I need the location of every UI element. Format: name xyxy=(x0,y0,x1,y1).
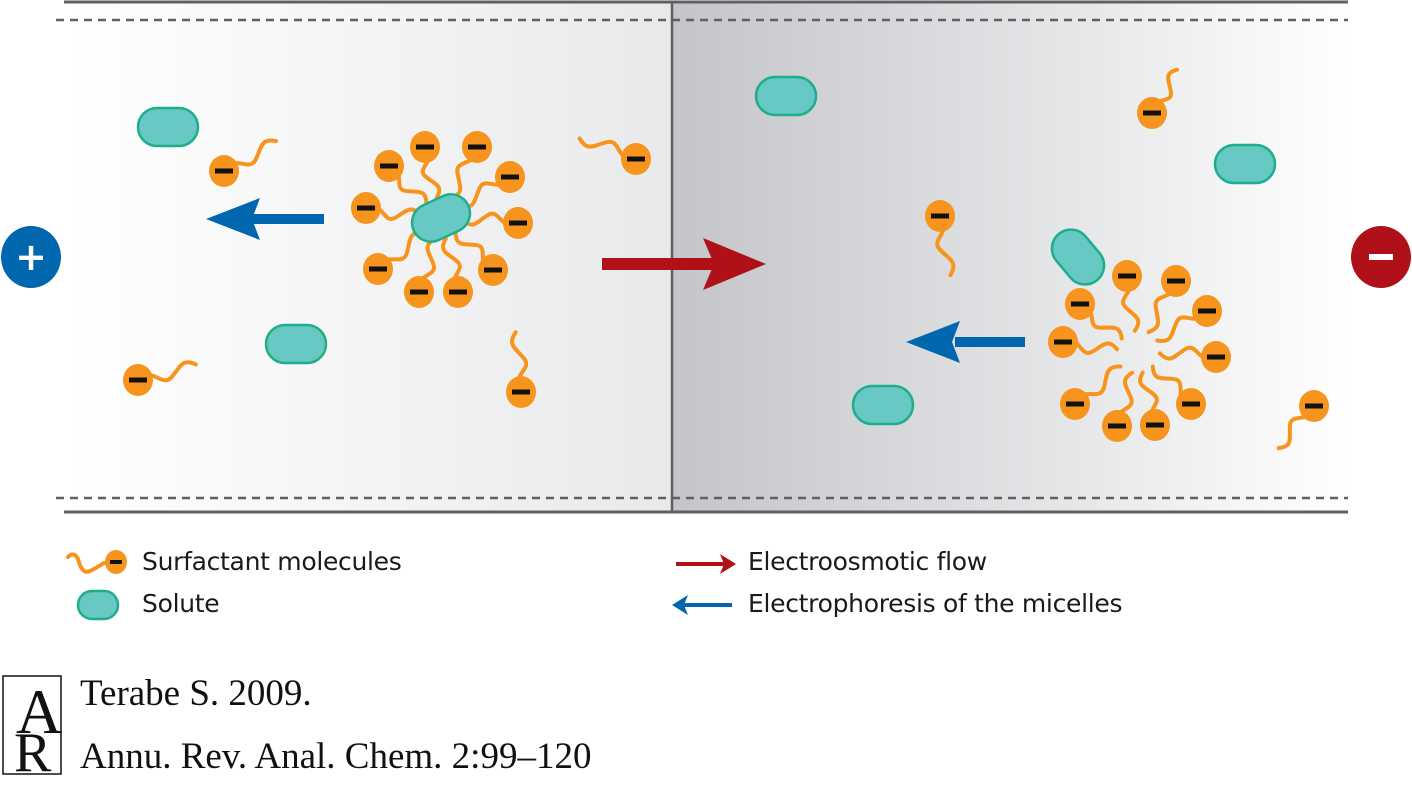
micelle-surfactant xyxy=(449,131,492,201)
capillary-diagram: + xyxy=(1,0,1411,514)
negative-charge-icon xyxy=(1305,403,1323,409)
micelles xyxy=(351,131,1231,442)
micelle-surfactant xyxy=(1146,265,1191,335)
negative-charge-icon xyxy=(380,163,398,169)
surfactant-molecule xyxy=(1137,67,1179,129)
surfactant-molecule xyxy=(506,330,536,408)
annual-reviews-logo: A R xyxy=(2,675,62,775)
negative-charge-icon xyxy=(1146,422,1164,428)
legend-electrophoresis-arrow-icon xyxy=(672,595,732,615)
legend-surfactant-label: Surfactant molecules xyxy=(142,547,402,576)
legend-eof-arrow-icon xyxy=(676,554,736,574)
cathode-electrode xyxy=(1351,226,1411,288)
legend-solute-label: Solute xyxy=(142,589,220,618)
solute xyxy=(264,323,328,365)
negative-charge-icon xyxy=(1071,301,1089,307)
negative-charge-icon xyxy=(1118,273,1136,279)
micelle-surfactant xyxy=(1112,260,1142,333)
solute xyxy=(1050,228,1106,286)
surfactant-molecule xyxy=(925,200,956,278)
micelle-surfactant xyxy=(410,131,442,201)
negative-charge-icon xyxy=(1108,423,1126,429)
logo-letter-a: A xyxy=(16,676,62,747)
negative-charge-icon xyxy=(1207,354,1225,360)
solute xyxy=(1213,143,1277,185)
logo-letter-r: R xyxy=(14,722,52,775)
surfactants xyxy=(123,67,1329,451)
negative-charge-icon xyxy=(509,220,527,226)
negative-charge-icon xyxy=(357,205,375,211)
negative-charge-icon xyxy=(1167,278,1185,284)
anode-symbol: + xyxy=(15,235,47,279)
citation-line-2: Annu. Rev. Anal. Chem. 2:99–120 xyxy=(80,736,592,777)
negative-charge-icon xyxy=(484,267,502,273)
citation-line-1: Terabe S. 2009. xyxy=(80,673,312,714)
negative-charge-icon xyxy=(410,289,428,295)
legend-surfactant-icon xyxy=(66,550,127,574)
solute xyxy=(851,384,915,426)
negative-charge-icon xyxy=(416,144,434,150)
micelle-electrophoresis-arrow-right xyxy=(906,321,1025,363)
negative-charge-icon xyxy=(129,377,147,383)
negative-charge-icon xyxy=(1066,401,1084,407)
micelle-surfactant xyxy=(1138,370,1170,441)
micelle-with-solute xyxy=(351,131,533,308)
negative-charge-icon xyxy=(1054,339,1072,345)
micelle-surfactant xyxy=(1060,364,1123,420)
negative-charge-icon xyxy=(215,168,233,174)
negative-charge-icon xyxy=(1143,110,1161,116)
negative-charge-icon xyxy=(1198,308,1216,314)
negative-charge-icon xyxy=(449,289,467,295)
solutes xyxy=(136,75,1277,426)
micelle-surfactant xyxy=(404,236,437,308)
legend-solute-icon xyxy=(76,589,120,621)
electroosmotic-flow-arrow xyxy=(602,238,766,290)
negative-charge-icon xyxy=(468,144,486,150)
micelle-surfactant xyxy=(1102,370,1135,442)
micelle-surfactant xyxy=(460,207,533,239)
solute xyxy=(410,193,472,243)
micelle-surfactant xyxy=(1155,295,1222,344)
negative-charge-icon xyxy=(369,266,387,272)
anode-electrode: + xyxy=(1,226,61,288)
capillary-left-zone xyxy=(64,2,672,512)
surfactant-molecule xyxy=(123,360,198,396)
micelle-empty xyxy=(1048,260,1231,442)
surfactant-molecule xyxy=(577,136,651,175)
negative-charge-icon xyxy=(512,389,530,395)
negative-charge-icon xyxy=(931,213,949,219)
negative-charge-icon xyxy=(627,156,645,162)
micelle-surfactant xyxy=(374,150,429,206)
negative-charge-icon xyxy=(1182,401,1200,407)
micelle-surfactant xyxy=(1150,364,1206,420)
micelle-surfactant xyxy=(1048,326,1120,358)
micelle-surfactant xyxy=(1065,288,1124,341)
negative-charge-icon xyxy=(501,174,519,180)
surfactant-molecule xyxy=(1276,390,1329,451)
surfactant-molecule xyxy=(209,138,278,187)
micelle-surfactant xyxy=(363,230,426,285)
micelle-surfactant xyxy=(441,236,473,308)
micelle-surfactant xyxy=(1157,341,1231,373)
solute xyxy=(136,106,200,148)
legend-eof-label: Electroosmotic flow xyxy=(748,547,987,576)
micelle-surfactant xyxy=(351,192,423,224)
micelle-electrophoresis-arrow-left xyxy=(206,198,324,240)
legend-electrophoresis-label: Electrophoresis of the micelles xyxy=(748,589,1123,618)
solute xyxy=(754,75,818,117)
micelle-surfactant xyxy=(453,230,508,286)
